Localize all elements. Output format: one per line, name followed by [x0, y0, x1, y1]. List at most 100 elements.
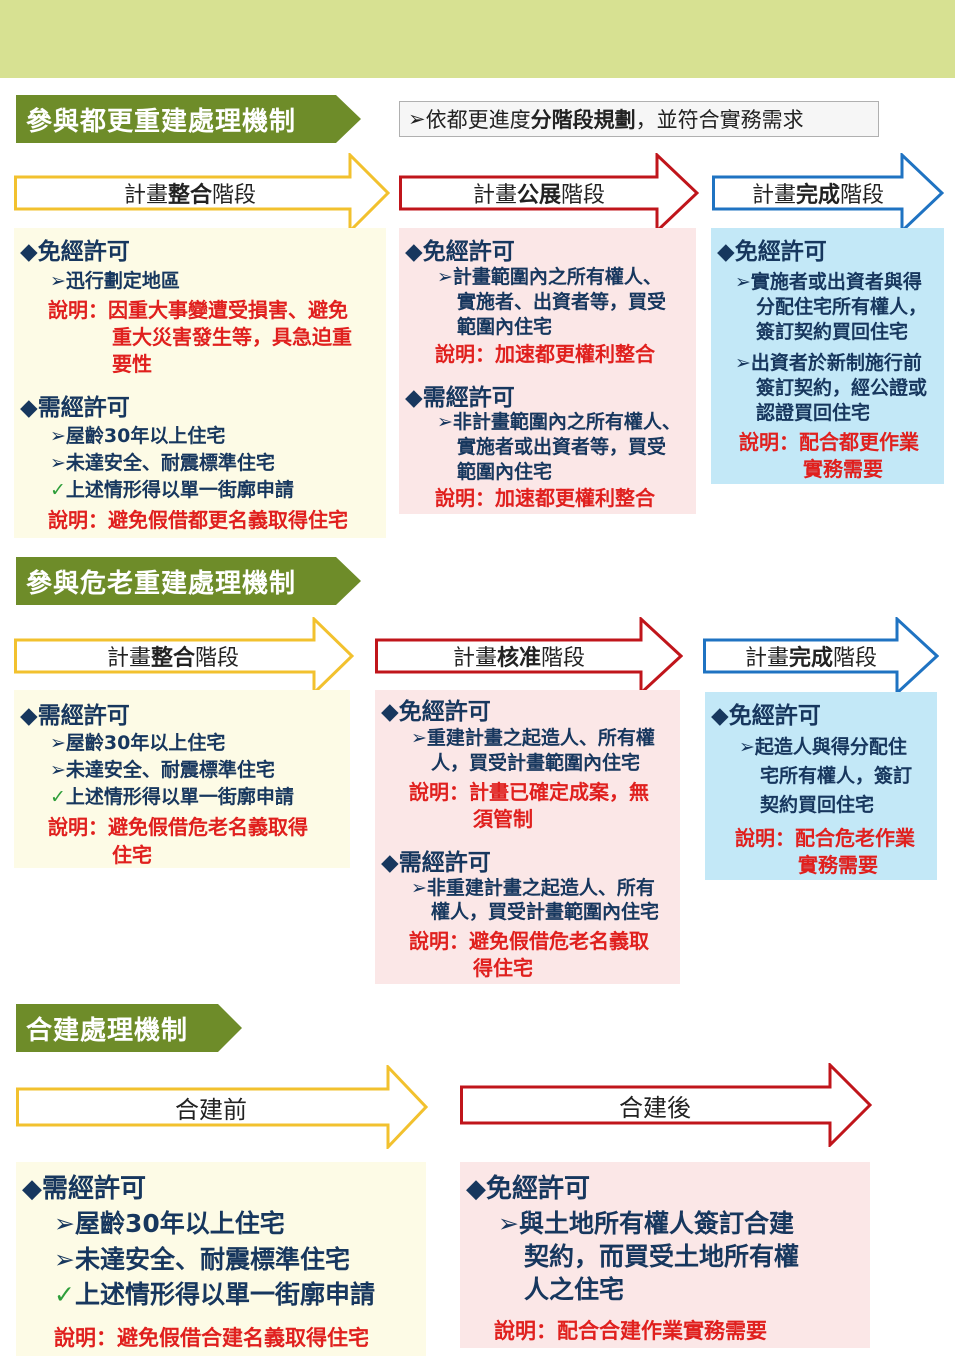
stage-arrow-integration: 計畫整合階段 [14, 153, 390, 233]
stage-arrow-exhibition: 計畫公展階段 [399, 153, 699, 233]
stage-arrow-before: 合建前 [16, 1065, 428, 1149]
note-text-pre: 依都更進度 [425, 108, 531, 132]
explanation-line: 說明：加速都更權利整合 [435, 342, 655, 366]
stage-label: 合建後 [619, 1093, 691, 1122]
item-line: ➢實施者或出資者與得 [735, 271, 922, 293]
item-line: 範圍內住宅 [457, 461, 553, 483]
explanation-line: 說明：配合都更作業 [739, 430, 919, 454]
stage-label: 計畫整合階段 [106, 646, 240, 671]
item-line: 簽訂契約，經公證或 [756, 377, 928, 399]
box-urban-completion: ◆免經許可 ➢實施者或出資者與得 分配住宅所有權人， 簽訂契約買回住宅 ➢出資者… [711, 228, 944, 484]
heading-permit: ◆需經許可 [405, 385, 515, 411]
heading-exempt: ◆免經許可 [381, 699, 491, 725]
item-line: ➢出資者於新制施行前 [735, 352, 922, 374]
check-icon: ✓ [50, 479, 66, 501]
stage-arrow-completion: 計畫完成階段 [703, 617, 939, 695]
stage-label: 合建前 [175, 1095, 247, 1124]
banner-shape [16, 95, 361, 143]
banner-shape [16, 557, 361, 605]
stage-arrow-integration: 計畫整合階段 [14, 617, 354, 695]
note-text-post: ，並符合實務需求 [635, 108, 804, 132]
item: ➢屋齡30年以上住宅 [50, 732, 226, 754]
heading-permit: ◆需經許可 [381, 850, 491, 876]
item-line: 契約，而買受土地所有權 [524, 1242, 800, 1271]
item: ➢屋齡30年以上住宅 [50, 425, 226, 447]
item-line: 人之住宅 [524, 1275, 625, 1304]
stage-label: 計畫完成階段 [751, 183, 885, 208]
box-before-joint: ◆需經許可 ➢屋齡30年以上住宅 ➢未達安全、耐震標準住宅 ✓上述情形得以單一街… [16, 1162, 426, 1356]
box-after-joint: ◆免經許可 ➢與土地所有權人簽訂合建 契約，而買受土地所有權 人之住宅 說明：配… [460, 1162, 870, 1348]
item: ✓上述情形得以單一街廓申請 [50, 786, 294, 808]
explanation-line: 說明：配合危老作業 [735, 826, 915, 850]
banner-title: 合建處理機制 [26, 1015, 189, 1046]
explanation-line: 說明：避免假借合建名義取得住宅 [54, 1326, 369, 1350]
explanation-line: 實務需要 [803, 457, 883, 481]
stage-label: 計畫公展階段 [472, 183, 606, 208]
banner-urban-renewal: 參與都更重建處理機制 [16, 95, 361, 143]
item: ✓上述情形得以單一街廓申請 [54, 1280, 375, 1309]
item-line: ➢非重建計畫之起造人、所有 [411, 877, 655, 899]
item-line: ➢起造人與得分配住 [739, 736, 907, 758]
explanation-line: 說明：避免假借危老名義取得 [48, 815, 308, 839]
item: ➢未達安全、耐震標準住宅 [50, 452, 275, 474]
explanation-line: 實務需要 [798, 853, 878, 877]
item-line: ➢與土地所有權人簽訂合建 [498, 1209, 794, 1238]
item-line: 範圍內住宅 [457, 316, 553, 338]
heading-permit: ◆需經許可 [20, 395, 130, 421]
item: ➢未達安全、耐震標準住宅 [50, 759, 275, 781]
explanation-line: 須管制 [473, 807, 533, 831]
item-line: 宅所有權人，簽訂 [760, 765, 913, 787]
stage-label: 計畫核准階段 [452, 646, 586, 671]
heading-exempt: ◆免經許可 [717, 239, 827, 265]
explanation-line: 住宅 [112, 843, 152, 867]
stage-label: 計畫整合階段 [123, 183, 257, 208]
box-urban-integration: ◆免經許可 ➢迅行劃定地區 說明：因重大事變遭受損害、避免 重大災害發生等，具急… [14, 228, 386, 538]
heading-permit: ◆需經許可 [20, 703, 130, 729]
banner-dangerous-old: 參與危老重建處理機制 [16, 557, 361, 605]
explanation-line: 說明：因重大事變遭受損害、避免 [48, 298, 348, 322]
item-line: 人，買受計畫範圍內住宅 [431, 752, 641, 774]
box-urban-exhibition: ◆免經許可 ➢計畫範圍內之所有權人、 實施者、出資者等，買受 範圍內住宅 說明：… [399, 228, 696, 514]
explanation-line: 說明：計畫已確定成案，無 [409, 780, 649, 804]
explanation-line: 說明：加速都更權利整合 [435, 486, 655, 510]
banner-title: 參與都更重建處理機制 [26, 106, 297, 137]
heading-exempt: ◆免經許可 [466, 1174, 590, 1204]
check-icon: ✓ [54, 1280, 75, 1309]
item-line: ➢非計畫範圍內之所有權人、 [437, 411, 681, 433]
box-old-integration: ◆需經許可 ➢屋齡30年以上住宅 ➢未達安全、耐震標準住宅 ✓上述情形得以單一街… [14, 690, 350, 868]
item-line: 實施者或出資者等，買受 [457, 436, 667, 458]
explanation-line: 重大災害發生等，具急迫重 [112, 325, 352, 349]
phase-planning-note: ➢依都更進度分階段規劃，並符合實務需求 [399, 101, 879, 137]
banner-shape [16, 1004, 242, 1052]
explanation-line: 說明：避免假借都更名義取得住宅 [48, 508, 348, 532]
item-line: 簽訂契約買回住宅 [756, 321, 909, 343]
explanation-line: 說明：配合合建作業實務需要 [494, 1319, 767, 1343]
item-line: 契約買回住宅 [760, 794, 875, 816]
item-line: 分配住宅所有權人， [756, 296, 928, 318]
explanation-line: 得住宅 [473, 956, 533, 980]
item-line: 認證買回住宅 [756, 402, 871, 424]
heading-permit: ◆需經許可 [22, 1174, 146, 1204]
item-line: 實施者、出資者等，買受 [457, 291, 667, 313]
heading-exempt: ◆免經許可 [405, 239, 515, 265]
box-old-completion: ◆免經許可 ➢起造人與得分配住 宅所有權人，簽訂 契約買回住宅 說明：配合危老作… [705, 692, 937, 880]
banner-title: 參與危老重建處理機制 [26, 568, 297, 599]
heading-exempt: ◆免經許可 [711, 703, 821, 729]
explanation-line: 要性 [112, 352, 152, 376]
heading-exempt: ◆免經許可 [20, 239, 130, 265]
check-icon: ✓ [50, 786, 66, 808]
item-line: 權人，買受計畫範圍內住宅 [431, 901, 660, 923]
stage-arrow-after: 合建後 [460, 1063, 872, 1147]
item: ➢迅行劃定地區 [50, 270, 180, 292]
stage-arrow-approval: 計畫核准階段 [375, 617, 683, 695]
item: ➢屋齡30年以上住宅 [54, 1209, 285, 1238]
item: ✓上述情形得以單一街廓申請 [50, 479, 294, 501]
banner-joint-construction: 合建處理機制 [16, 1004, 242, 1052]
note-text-bold: 分階段規劃 [530, 108, 636, 132]
item-line: ➢重建計畫之起造人、所有權 [411, 727, 655, 749]
item: ➢未達安全、耐震標準住宅 [54, 1245, 350, 1274]
explanation-line: 說明：避免假借危老名義取 [409, 929, 649, 953]
top-header-bar [0, 0, 955, 78]
item-line: ➢計畫範圍內之所有權人、 [437, 266, 662, 288]
stage-label: 計畫完成階段 [744, 646, 878, 671]
